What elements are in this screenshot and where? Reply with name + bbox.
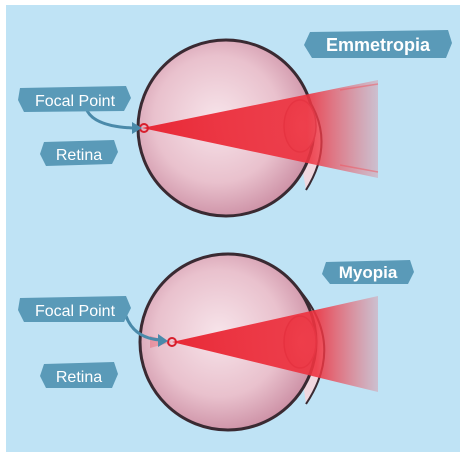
focal-point-text: Focal Point bbox=[35, 303, 116, 320]
title-label-myopia: Myopia bbox=[322, 260, 414, 284]
retina-text: Retina bbox=[56, 147, 102, 164]
focal-point-label: Focal Point bbox=[18, 296, 131, 322]
retina-text: Retina bbox=[56, 369, 102, 386]
focal-point-label: Focal Point bbox=[18, 86, 131, 112]
retina-label: Retina bbox=[40, 362, 118, 388]
focal-point-text: Focal Point bbox=[35, 93, 116, 110]
retina-label: Retina bbox=[40, 140, 118, 166]
title-label-emmetropia: Emmetropia bbox=[304, 30, 452, 58]
title-myopia: Myopia bbox=[339, 263, 398, 282]
title-emmetropia: Emmetropia bbox=[326, 35, 431, 55]
